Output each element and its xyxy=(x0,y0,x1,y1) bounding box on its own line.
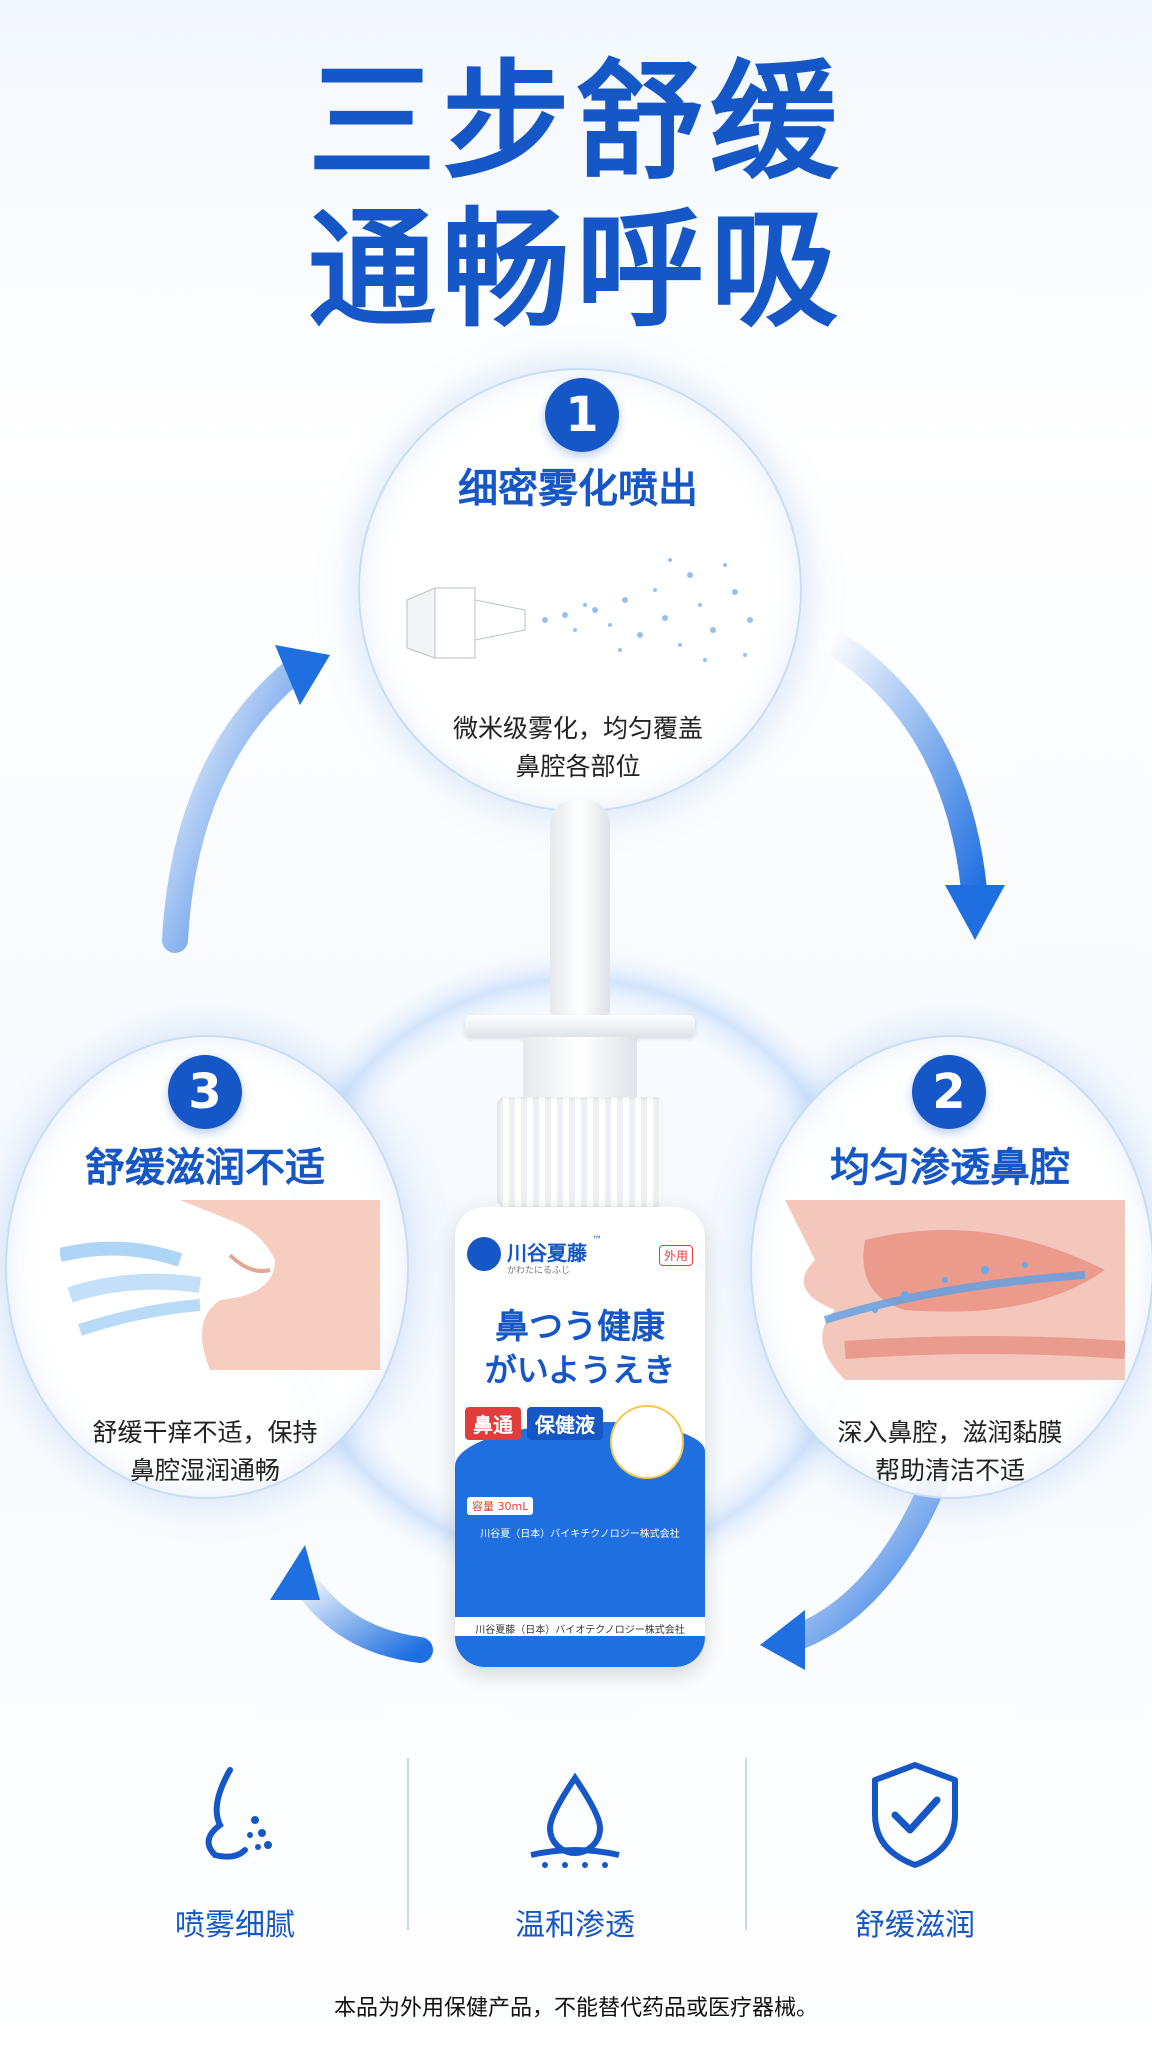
arrow-right-icon xyxy=(817,627,988,913)
arrow-bottom-left-head xyxy=(270,1545,320,1600)
chip-nose: 鼻通 xyxy=(465,1407,521,1440)
feature-label-1: 喷雾细腻 xyxy=(175,1908,295,1943)
nasal-cavity-icon xyxy=(785,1200,1125,1380)
nose-breathing-icon xyxy=(60,1200,380,1370)
volume-label: 容量 30mL xyxy=(467,1497,534,1515)
external-tag: 外用 xyxy=(658,1245,693,1266)
arrow-bottom-right-icon xyxy=(777,1467,948,1653)
product-name-line1: 鼻つう健康 xyxy=(495,1307,665,1347)
headline-line1: 三步舒缓 xyxy=(307,48,844,197)
step-1-desc-line2: 鼻腔各部位 xyxy=(515,752,641,781)
step-2-title: 均匀渗透鼻腔 xyxy=(830,1145,1070,1191)
arrow-left-head xyxy=(275,645,330,705)
brand-kana: かわたにるふじ xyxy=(507,1266,571,1276)
water-drop-icon xyxy=(530,1772,620,1868)
arrow-right-head xyxy=(945,885,1005,940)
feature-label-3: 舒缓滋润 xyxy=(855,1908,975,1943)
spray-illustration-icon xyxy=(610,1405,684,1479)
chip-health: 保健液 xyxy=(527,1407,603,1440)
bottle-nozzle xyxy=(550,800,610,1015)
bottle-body: 川谷夏藤 ™ かわたにるふじ 外用 鼻つう健康 がいようえき 鼻通 保健液 容量… xyxy=(455,1207,705,1667)
step-3-desc-line2: 鼻腔湿润通畅 xyxy=(129,1456,280,1485)
bottle-neck xyxy=(523,1037,637,1097)
product-bottle: 川谷夏藤 ™ かわたにるふじ 外用 鼻つう健康 がいようえき 鼻通 保健液 容量… xyxy=(455,800,705,1670)
brand-tm: ™ xyxy=(592,1235,602,1246)
arrow-left-icon xyxy=(162,657,308,953)
divider-2 xyxy=(745,1758,747,1930)
brand-name: 川谷夏藤 xyxy=(507,1241,587,1265)
shield-check-icon xyxy=(872,1762,958,1868)
step-3-badge: 3 xyxy=(168,1055,242,1129)
headline-line2: 通畅呼吸 xyxy=(307,196,844,345)
brand-logo-icon xyxy=(467,1237,501,1271)
step-1-title: 细密雾化喷出 xyxy=(458,466,698,512)
step-3-desc-line1: 舒缓干痒不适，保持 xyxy=(92,1418,318,1447)
step-2-desc-line2: 帮助清洁不适 xyxy=(874,1456,1025,1485)
feature-label-2: 温和渗透 xyxy=(515,1908,635,1943)
bottle-flange xyxy=(465,1015,695,1037)
step-1-badge: 1 xyxy=(545,378,619,452)
footer-note: 本品为外用保健产品，不能替代药品或医疗器械。 xyxy=(333,1996,818,2021)
divider-1 xyxy=(407,1758,409,1930)
company-line2: 川谷夏藤（日本）バイオテクノロジー株式会社 xyxy=(455,1617,705,1636)
nose-spray-icon xyxy=(205,1767,272,1860)
step-3-title: 舒缓滋润不适 xyxy=(85,1145,325,1191)
bottle-cap xyxy=(497,1097,663,1207)
arrow-bottom-right-head xyxy=(760,1610,805,1670)
spray-nozzle-icon xyxy=(406,558,753,662)
company-line1: 川谷夏（日本）バイキチクノロジー株式会社 xyxy=(480,1529,680,1540)
product-name-line2: がいようえき xyxy=(484,1351,676,1389)
step-2-desc-line1: 深入鼻腔，滋润黏膜 xyxy=(837,1418,1063,1447)
step-2-badge: 2 xyxy=(912,1055,986,1129)
arrow-bottom-left-icon xyxy=(287,1562,433,1663)
step-1-desc-line1: 微米级雾化，均匀覆盖 xyxy=(452,714,703,743)
